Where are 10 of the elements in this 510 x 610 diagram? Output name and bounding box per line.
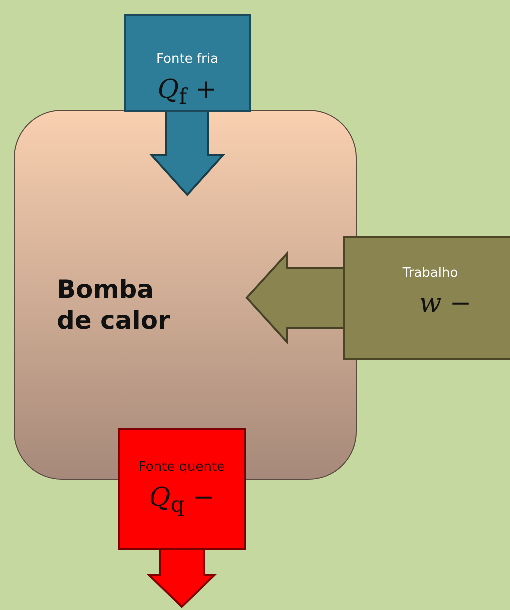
energy-source-box (124, 14, 251, 112)
source-label: Trabalho (402, 266, 458, 281)
energy-source-box (118, 428, 246, 550)
formula: Q$_{q}$ − (149, 483, 215, 518)
formula: w − (419, 289, 472, 319)
energy-source-box (343, 236, 510, 360)
source-label: Fonte fria (156, 52, 218, 67)
source-label: Fonte quente (138, 460, 226, 475)
formula: Q$_{f}$ + (158, 75, 218, 110)
heat-pump-label: Bomba de calor (57, 274, 172, 336)
